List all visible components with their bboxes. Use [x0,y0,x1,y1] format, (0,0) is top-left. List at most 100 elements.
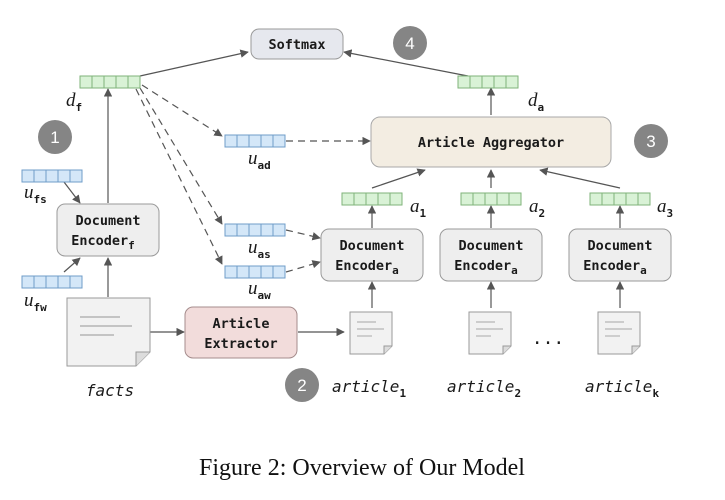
facts-label: facts [86,381,134,400]
vector-da [457,75,519,89]
vector-df [79,75,141,89]
encoder-a1-line2: Encodera [335,258,399,277]
connections [63,49,625,337]
article1-base: article [332,377,399,396]
step-badge-1-label: 1 [50,128,59,147]
encoder-f-line2: Encoderf [71,233,135,252]
label-ufw-base: u [24,290,34,311]
arrow-a1-aggregator [371,168,426,189]
arrow-da-softmax [343,49,469,77]
label-uad-sub: ad [258,159,271,172]
encoder-a3-name: Encoder [583,258,640,274]
vector-a3 [589,192,651,206]
arrow-uaw-encoder [285,260,321,273]
step-badge-2-label: 2 [297,376,306,395]
label-a1-base: a [410,196,420,217]
label-a2-sub: 2 [539,207,546,220]
articles-ellipsis: ... [532,328,565,349]
step-badge-1: 1 [38,120,72,154]
articlek-label: articlek [585,377,659,400]
label-ufs: ufs [24,182,47,206]
label-df: df [66,90,82,114]
encoder-a1-sub: a [392,264,399,277]
arrow-df-uad [141,84,223,137]
encoder-a2-sub: a [511,264,518,277]
figure-caption: Figure 2: Overview of Our Model [199,455,525,481]
arrow-ufs-encoderf [63,181,81,204]
label-da-sub: a [538,101,545,114]
document-encoder-a2-box: Document Encodera [439,228,543,282]
extractor-line1: Article [213,316,270,332]
label-ufs-base: u [24,182,34,203]
label-da-base: d [528,90,538,111]
label-uas: uas [248,237,271,261]
article-extractor-box: Article Extractor [184,306,298,359]
vector-uaw [224,265,286,279]
vector-a2 [460,192,522,206]
vector-ufw [21,275,83,289]
encoder-a3-line1: Document [587,238,652,254]
encoder-a3-line2: Encodera [583,258,647,277]
arrow-df-uaw [135,88,223,265]
document-encoder-a1-box: Document Encodera [320,228,424,282]
label-a3: a3 [657,196,673,220]
label-uad-base: u [248,148,258,169]
label-da: da [528,90,544,114]
encoder-a3-sub: a [640,264,647,277]
label-a1: a1 [410,196,427,220]
label-df-base: d [66,90,76,111]
label-a2-base: a [529,196,539,217]
label-uas-base: u [248,237,258,258]
encoder-a1-line1: Document [339,238,404,254]
article2-document-icon [468,311,512,355]
label-a3-base: a [657,196,667,217]
vector-uad [224,134,286,148]
document-encoder-a3-box: Document Encodera [568,228,672,282]
step-badge-3-label: 3 [646,132,655,151]
article2-sub: 2 [514,387,521,400]
encoder-f-name: Encoder [71,233,128,249]
article-aggregator-box: Article Aggregator [370,116,612,168]
label-a2: a2 [529,196,545,220]
step-badge-4: 4 [393,26,427,60]
arrow-uas-encoder [285,229,321,241]
encoder-a2-line1: Document [458,238,523,254]
label-df-sub: f [76,101,83,114]
label-ufs-sub: fs [34,193,47,206]
vector-uas [224,223,286,237]
arrow-df-softmax [139,49,249,77]
label-uaw-sub: aw [258,289,272,302]
label-ufw-sub: fw [34,301,48,314]
article2-base: article [447,377,514,396]
step-badge-3: 3 [634,124,668,158]
article1-sub: 1 [399,387,406,400]
extractor-line2: Extractor [204,336,277,352]
articlek-base: article [585,377,652,396]
document-encoder-f-box: Document Encoderf [56,203,160,257]
vector-a1 [341,192,403,206]
encoder-f-line1: Document [75,213,140,229]
label-uas-sub: as [258,248,271,261]
article1-document-icon [349,311,393,355]
article1-label: article1 [332,377,406,400]
encoder-a1-name: Encoder [335,258,392,274]
encoder-a2-line2: Encodera [454,258,518,277]
encoder-f-sub: f [128,239,135,252]
label-a3-sub: 3 [667,207,674,220]
softmax-box: Softmax [250,28,344,60]
softmax-label: Softmax [269,37,326,53]
step-badge-4-label: 4 [405,34,414,53]
vector-ufs [21,169,83,183]
facts-document-icon [66,297,151,367]
label-uaw: uaw [248,278,271,302]
arrow-ufw-encoderf [63,257,81,273]
step-badge-2: 2 [285,368,319,402]
label-ufw: ufw [24,290,47,314]
label-a1-sub: 1 [420,207,427,220]
arrow-df-uas [139,87,223,225]
arrow-a3-aggregator [539,167,621,189]
article2-label: article2 [447,377,521,400]
articlek-sub: k [652,387,659,400]
encoder-a2-name: Encoder [454,258,511,274]
